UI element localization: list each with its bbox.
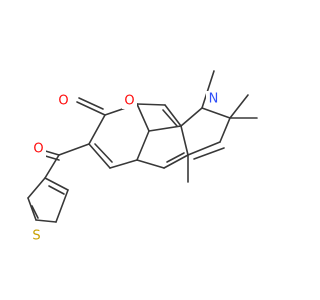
bond [136,103,150,132]
atom-symbol: O [33,142,43,157]
atom-symbol: N [209,92,219,107]
bond [44,177,69,191]
atom-symbol: O [58,94,68,109]
bond [164,104,182,127]
bond [55,189,69,223]
atom-symbol: O [124,94,134,109]
structure-canvas: O O O N S [27,70,258,244]
bond [136,159,165,169]
bond [163,154,189,169]
bond [193,147,225,160]
bond [78,97,104,110]
bond [166,152,185,163]
bond [88,114,106,145]
bond [219,117,231,143]
bond [35,219,57,223]
bond-lines [27,70,258,223]
bond [180,125,189,156]
nitrogen-atom: N [206,91,221,107]
bond [109,159,138,169]
bond [201,107,231,119]
chemical-structure-diagram: O O O N S [27,70,258,244]
oxygen-atom-ring: O [122,93,137,109]
bond [48,185,65,195]
bond [88,143,111,169]
bond [94,143,113,163]
bond [27,177,46,199]
bond [136,103,166,106]
bond [76,101,106,116]
bond [136,130,150,161]
sulfur-atom: S [29,228,44,244]
bond [58,143,90,156]
bond [148,125,182,132]
bond [180,107,203,127]
oxygen-atom-ketone: O [31,141,46,157]
oxygen-atom-lactone-carbonyl: O [56,93,71,109]
bond [201,70,215,109]
bond [27,197,37,221]
bond [229,94,249,119]
bond [162,109,178,127]
atom-labels: O O O N S [29,91,221,244]
bond [187,141,221,156]
atom-symbol: S [32,229,40,244]
bond [31,205,39,219]
